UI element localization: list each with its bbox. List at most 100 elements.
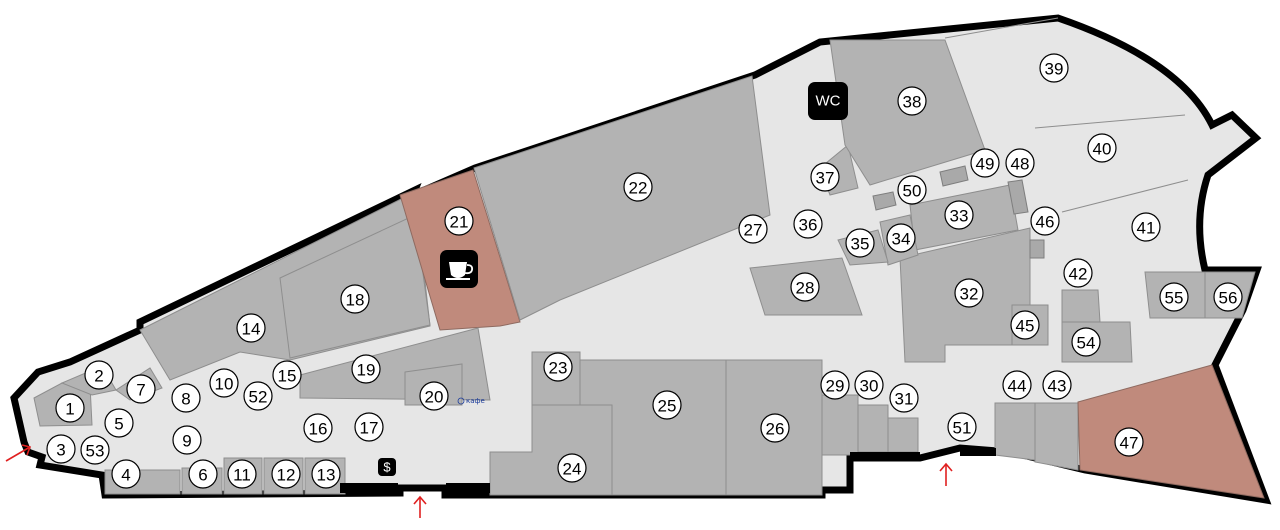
shop-label-50[interactable]: 50 [897,175,927,205]
shop-label-8[interactable]: 8 [171,383,201,413]
shop-31[interactable] [887,417,919,453]
svg-text:14: 14 [242,320,261,339]
shop-label-43[interactable]: 43 [1042,370,1072,400]
shop-label-24[interactable]: 24 [557,453,587,483]
shop-label-53[interactable]: 53 [80,435,110,465]
svg-text:26: 26 [766,420,785,439]
shop-label-29[interactable]: 29 [820,370,850,400]
kiosk-48[interactable] [1007,179,1029,215]
svg-text:47: 47 [1120,434,1139,453]
shop-label-47[interactable]: 47 [1114,427,1144,457]
shop-label-28[interactable]: 28 [790,272,820,302]
svg-text:4: 4 [121,466,130,485]
shop-label-18[interactable]: 18 [340,284,370,314]
small-cafe-text: кафе [466,397,485,405]
shop-label-33[interactable]: 33 [944,200,974,230]
svg-text:53: 53 [86,442,105,461]
svg-text:13: 13 [317,466,336,485]
svg-text:43: 43 [1048,377,1067,396]
shop-39[interactable] [944,17,1059,39]
shop-label-37[interactable]: 37 [810,162,840,192]
kiosk-49[interactable] [939,165,969,187]
kiosk-50[interactable] [872,191,897,211]
shop-label-32[interactable]: 32 [954,278,984,308]
shop-label-13[interactable]: 13 [311,459,341,489]
svg-text:48: 48 [1011,155,1030,174]
shop-label-52[interactable]: 52 [243,381,273,411]
shop-label-10[interactable]: 10 [209,368,239,398]
svg-text:38: 38 [903,93,922,112]
shop-label-36[interactable]: 36 [793,209,823,239]
shop-44[interactable] [994,402,1036,461]
shop-42[interactable] [1061,289,1101,323]
shop-label-4[interactable]: 4 [111,459,141,489]
shop-label-1[interactable]: 1 [55,393,85,423]
shop-label-16[interactable]: 16 [303,413,333,443]
shop-label-11[interactable]: 11 [227,459,257,489]
shop-40[interactable] [1034,114,1186,129]
shop-label-7[interactable]: 7 [126,374,156,404]
shop-label-26[interactable]: 26 [760,413,790,443]
shop-43[interactable] [1034,402,1079,471]
svg-text:28: 28 [796,279,815,298]
svg-text:$: $ [383,460,391,475]
svg-text:15: 15 [278,367,297,386]
shop-label-20[interactable]: 20 [419,381,449,411]
shop-label-48[interactable]: 48 [1005,148,1035,178]
shop-30[interactable] [857,404,889,453]
shop-41[interactable] [1061,179,1189,213]
entrance-arrow-left [5,444,32,462]
shop-label-38[interactable]: 38 [897,86,927,116]
svg-text:33: 33 [950,207,969,226]
svg-text:21: 21 [450,213,469,232]
svg-text:9: 9 [182,432,191,451]
shop-label-2[interactable]: 2 [84,360,114,390]
shop-label-31[interactable]: 31 [889,383,919,413]
shop-label-23[interactable]: 23 [543,352,573,382]
shop-label-9[interactable]: 9 [172,425,202,455]
shop-label-40[interactable]: 40 [1087,133,1117,163]
shop-47[interactable] [1077,364,1265,499]
svg-text:6: 6 [198,466,207,485]
shop-label-14[interactable]: 14 [236,313,266,343]
shop-label-51[interactable]: 51 [947,412,977,442]
shop-29[interactable] [821,394,859,456]
shop-label-42[interactable]: 42 [1063,258,1093,288]
shop-label-12[interactable]: 12 [271,459,301,489]
shop-label-30[interactable]: 30 [854,370,884,400]
shop-label-44[interactable]: 44 [1002,370,1032,400]
svg-text:24: 24 [563,460,582,479]
shop-label-56[interactable]: 56 [1213,282,1243,312]
shop-label-5[interactable]: 5 [104,408,134,438]
shop-label-35[interactable]: 35 [845,228,875,258]
svg-text:54: 54 [1077,334,1096,353]
kiosk-46[interactable] [1029,239,1045,259]
shop-label-15[interactable]: 15 [272,360,302,390]
svg-text:20: 20 [425,388,444,407]
shop-label-17[interactable]: 17 [354,412,384,442]
shop-label-45[interactable]: 45 [1010,310,1040,340]
shop-label-39[interactable]: 39 [1039,53,1069,83]
svg-text:51: 51 [953,419,972,438]
svg-text:12: 12 [277,466,296,485]
shop-label-22[interactable]: 22 [623,172,653,202]
shop-label-41[interactable]: 41 [1131,212,1161,242]
shop-label-25[interactable]: 25 [652,390,682,420]
shop-label-49[interactable]: 49 [970,148,1000,178]
shop-label-19[interactable]: 19 [351,354,381,384]
walls [340,448,996,493]
svg-text:30: 30 [860,377,879,396]
shop-label-46[interactable]: 46 [1030,206,1060,236]
shop-label-54[interactable]: 54 [1071,327,1101,357]
shop-label-34[interactable]: 34 [886,223,916,253]
shop-22[interactable] [473,75,771,321]
shop-label-3[interactable]: 3 [46,434,76,464]
atm-dollar-icon: $ [378,458,396,476]
svg-text:11: 11 [233,466,251,485]
svg-text:25: 25 [658,397,677,416]
shop-label-27[interactable]: 27 [738,214,768,244]
shop-label-21[interactable]: 21 [444,206,474,236]
svg-text:27: 27 [744,221,763,240]
shop-label-55[interactable]: 55 [1159,282,1189,312]
shop-label-6[interactable]: 6 [188,459,218,489]
